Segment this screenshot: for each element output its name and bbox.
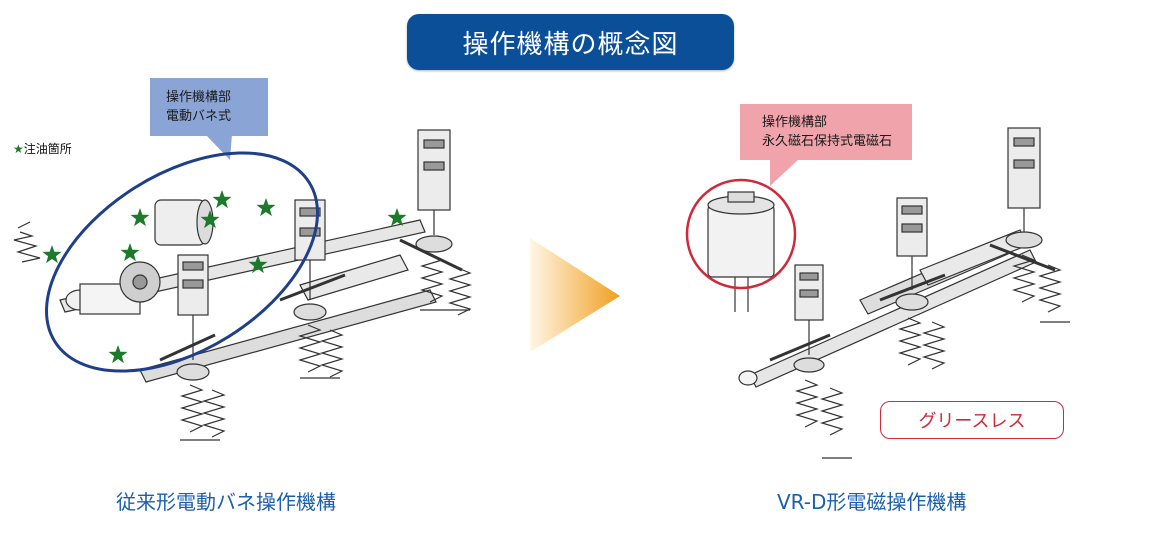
conventional-mechanism-drawing <box>13 129 473 441</box>
lubrication-star <box>387 208 407 227</box>
star-icon: ★ <box>13 142 24 156</box>
lubrication-star <box>248 255 268 274</box>
callout-line-2: 電動バネ式 <box>166 109 232 124</box>
callout-vrd-mechanism: 操作機構部 永久磁石保持式電磁石 <box>740 104 912 160</box>
callout-conventional-mechanism: 操作機構部 電動バネ式 <box>150 78 268 136</box>
callout-line-1: 操作機構部 <box>762 115 828 130</box>
caption-conventional: 従来形電動バネ操作機構 <box>116 490 336 514</box>
caption-vrd: VR-D形電磁操作機構 <box>777 490 967 514</box>
callout-pointer-pink <box>770 158 800 186</box>
lubrication-star <box>42 245 62 264</box>
transition-arrow <box>530 238 620 352</box>
page-title: 操作機構の概念図 <box>407 14 734 70</box>
lubrication-star <box>120 243 140 262</box>
callout-line-1: 操作機構部 <box>166 90 232 105</box>
lubrication-star <box>256 198 276 217</box>
lubrication-star <box>108 345 128 364</box>
lubrication-star <box>200 210 220 229</box>
electromagnet-highlight-circle <box>685 178 797 290</box>
vr-d-mechanism-drawing <box>707 127 1070 459</box>
lubrication-star <box>212 190 232 209</box>
lubrication-point-stars <box>42 190 407 364</box>
legend-label: 注油箇所 <box>23 142 72 156</box>
greaseless-badge: グリースレス <box>880 401 1064 439</box>
legend-lubrication: ★注油箇所 <box>13 140 72 157</box>
lubrication-star <box>130 208 150 227</box>
callout-line-2: 永久磁石保持式電磁石 <box>762 134 893 149</box>
mechanism-highlight-ellipse <box>45 151 319 373</box>
